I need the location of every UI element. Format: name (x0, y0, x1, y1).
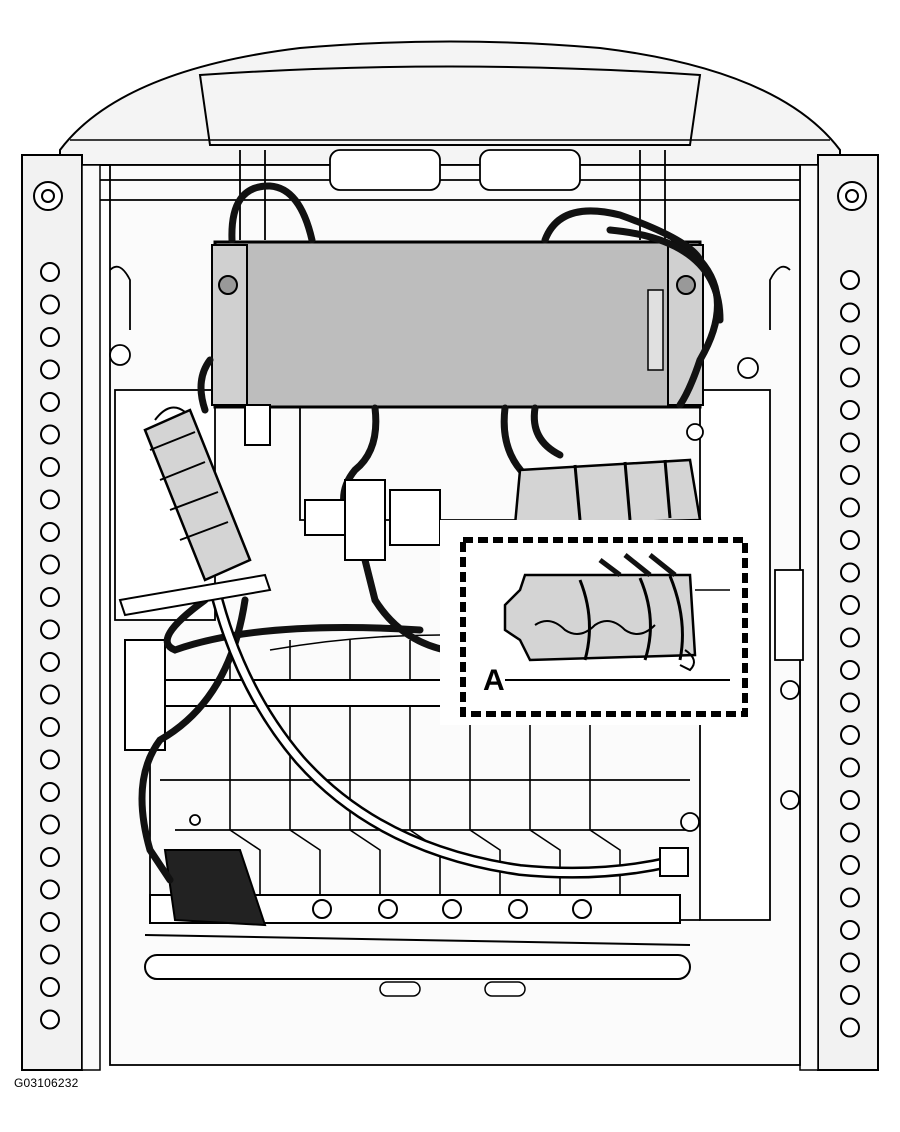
rail-hole (40, 717, 60, 737)
control-module (211, 240, 704, 446)
rail-hole (840, 660, 860, 680)
rail-hole (40, 814, 60, 835)
rail-hole (40, 294, 60, 315)
rail-hole (840, 367, 860, 388)
rail-hole (840, 822, 860, 843)
rail-hole (40, 652, 60, 672)
rail-hole (840, 335, 860, 355)
rail-hole-icon (40, 262, 60, 1030)
figure-id: G03106232 (14, 1076, 79, 1090)
rail-hole (40, 522, 60, 542)
rail-hole (840, 432, 860, 453)
right-seat-rail (799, 154, 879, 1071)
connector-icon (513, 458, 702, 527)
rail-hole (840, 855, 860, 875)
rail-hole (840, 400, 860, 420)
rail-hole (40, 489, 60, 510)
rail-hole (40, 912, 60, 932)
rail-hole (40, 684, 60, 705)
rail-hole (40, 262, 60, 282)
cross-member-hole (312, 899, 332, 919)
cross-member-hole (378, 899, 398, 919)
cross-member-hole (442, 899, 462, 919)
cross-member-hole (508, 899, 528, 919)
connector-icon (118, 406, 272, 617)
rail-hole (40, 619, 60, 640)
cross-member-hole (572, 899, 592, 919)
detail-inset-a: A (440, 520, 760, 725)
rail-hole (40, 327, 60, 347)
callout-label-a: A (483, 664, 505, 697)
rail-hole (840, 497, 860, 518)
rail-hole (840, 952, 860, 973)
rail-hole (840, 757, 860, 778)
rail-hole (40, 359, 60, 380)
rail-hole (840, 725, 860, 745)
bolt-icon (676, 275, 696, 295)
rail-hole (40, 749, 60, 770)
rail-hole (840, 595, 860, 615)
rail-hole (840, 270, 860, 290)
rail-hole (840, 302, 860, 323)
rail-hole (40, 782, 60, 802)
lower-cross-member (144, 849, 691, 997)
rail-hole (840, 562, 860, 583)
rail-hole-icon (840, 270, 860, 1038)
rail-hole (40, 587, 60, 607)
rail-hole (840, 530, 860, 550)
left-seat-rail (21, 154, 101, 1071)
rail-hole (40, 392, 60, 412)
rail-hole (40, 424, 60, 445)
rail-hole-icon (312, 899, 592, 919)
rail-hole (40, 847, 60, 867)
rail-hole (40, 977, 60, 997)
conduit-cable (209, 584, 689, 879)
rail-hole (40, 944, 60, 965)
bolt-icon (218, 275, 238, 295)
rail-hole (840, 790, 860, 810)
rail-hole (840, 692, 860, 713)
rail-hole (840, 985, 860, 1005)
rail-hole (40, 1009, 60, 1030)
rail-hole (40, 554, 60, 575)
rail-hole (40, 879, 60, 900)
rail-hole (840, 1017, 860, 1038)
left-bracket (124, 639, 166, 751)
rail-hole (840, 920, 860, 940)
rail-hole (40, 457, 60, 477)
rail-hole (840, 627, 860, 648)
rail-hole (840, 887, 860, 908)
connector-icon (304, 479, 441, 561)
seat-back-top (59, 40, 841, 166)
rail-hole (840, 465, 860, 485)
